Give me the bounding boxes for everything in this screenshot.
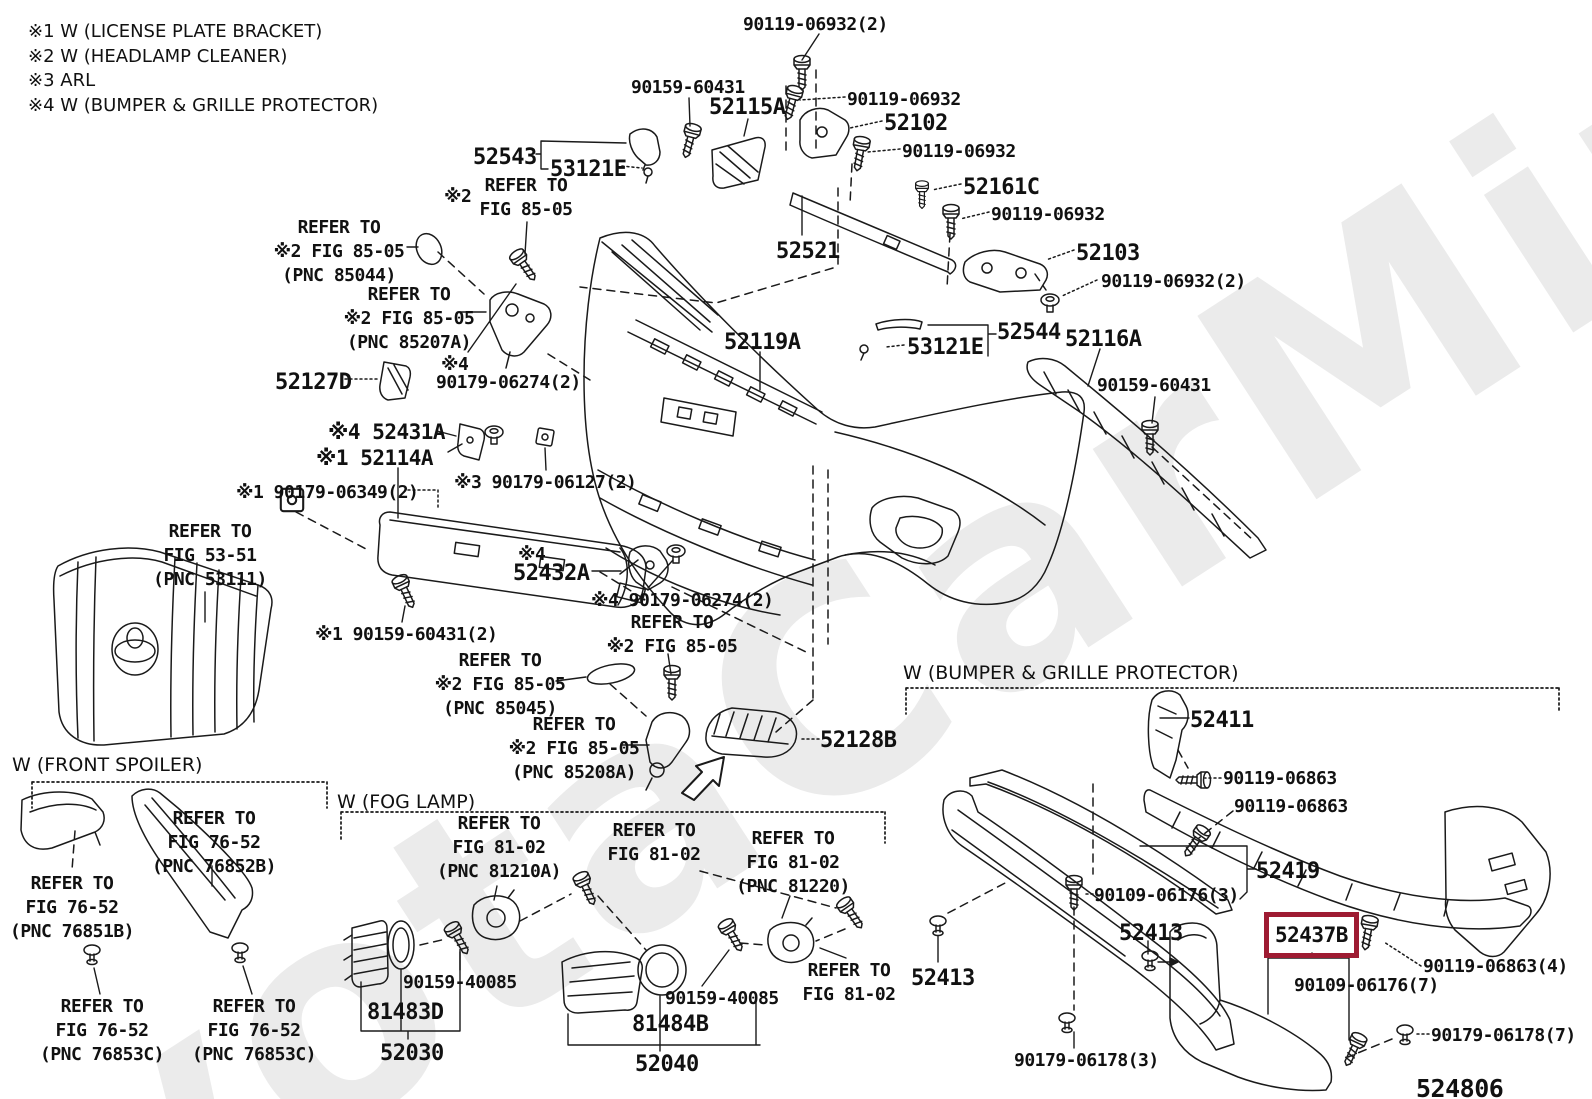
part-label-refer-to: REFER TO ※2 FIG 85-05 xyxy=(606,612,738,657)
part-label-refer-to: REFER TO ※2 FIG 85-05 (PNC 85207A) xyxy=(343,284,475,353)
part-label-52413: 52413 xyxy=(911,966,975,991)
part-label-90179-06178-7-: 90179-06178(7) xyxy=(1431,1025,1576,1046)
part-label--2: ※2 xyxy=(444,186,472,207)
part-label-52432a: 52432A xyxy=(513,561,590,586)
headlamp-cleaner-parts-drawing xyxy=(415,232,691,791)
part-label-refer-to: REFER TO FIG 81-02 xyxy=(802,960,896,1005)
grille-drawing xyxy=(52,547,273,746)
part-label-52127d: 52127D xyxy=(275,370,352,395)
dotted-leaders xyxy=(344,96,1430,1035)
protector-parts-drawing xyxy=(942,690,1551,1092)
part-label-90109-06176-3-: 90109-06176(3) xyxy=(1094,885,1239,906)
part-label-52119a: 52119A xyxy=(724,330,801,355)
fog-lamp-parts-drawing xyxy=(343,889,815,1014)
part-label-52115a: 52115A xyxy=(709,95,786,120)
part-label-90119-06932: 90119-06932 xyxy=(991,204,1105,225)
part-label-52544: 52544 xyxy=(997,320,1061,345)
part-label-refer-to: REFER TO FIG 76-52 (PNC 76853C) xyxy=(39,996,165,1065)
part-label-52419: 52419 xyxy=(1256,859,1320,884)
front-spoiler-parts-drawing xyxy=(20,788,254,939)
part-label-refer-to: REFER TO FIG 81-02 (PNC 81220) xyxy=(736,828,850,897)
part-label--4: ※4 xyxy=(441,354,469,375)
part-label-52116a: 52116A xyxy=(1065,327,1142,352)
part-label-90119-06863: 90119-06863 xyxy=(1234,796,1348,817)
part-label-90119-06932-2-: 90119-06932(2) xyxy=(1101,271,1246,292)
legend-note-3: ※3 ARL xyxy=(28,70,96,91)
part-label-52543: 52543 xyxy=(473,145,537,170)
part-label-90179-06178-3-: 90179-06178(3) xyxy=(1014,1050,1159,1071)
part-label--1-90159-60431-2-: ※1 90159-60431(2) xyxy=(315,624,498,645)
section-rules xyxy=(31,687,1560,844)
section-title-w-front-spoiler-: W (FRONT SPOILER) xyxy=(12,754,203,776)
part-label-refer-to: REFER TO FIG 76-52 (PNC 76852B) xyxy=(151,808,277,877)
part-label-refer-to: REFER TO ※2 FIG 85-05 (PNC 85045) xyxy=(434,650,566,719)
part-label-90119-06863: 90119-06863 xyxy=(1223,768,1337,789)
part-label-90119-06932: 90119-06932 xyxy=(847,89,961,110)
part-label-52411: 52411 xyxy=(1190,708,1254,733)
part-label-refer-to: REFER TO FIG 81-02 xyxy=(607,820,701,865)
part-label-90159-40085: 90159-40085 xyxy=(403,972,517,993)
part-label-53121e: 53121E xyxy=(907,335,984,360)
part-label-90109-06176-7-: 90109-06176(7) xyxy=(1294,975,1439,996)
part-label--4: ※4 xyxy=(518,544,546,565)
part-label--3-90179-06127-2-: ※3 90179-06127(2) xyxy=(454,472,637,493)
legend-notes: ※1 W (LICENSE PLATE BRACKET) ※2 W (HEADLA… xyxy=(28,20,378,118)
section-title-w-fog-lamp-: W (FOG LAMP) xyxy=(337,791,476,813)
legend-note-4: ※4 W (BUMPER & GRILLE PROTECTOR) xyxy=(28,94,379,116)
part-label--4-90179-06274-2-: ※4 90179-06274(2) xyxy=(591,590,774,611)
part-label--1-52114a: ※1 52114A xyxy=(316,446,434,470)
section-title-w-bumper-grille-protector-: W (BUMPER & GRILLE PROTECTOR) xyxy=(903,662,1239,684)
headlamp-brackets-drawing xyxy=(628,107,1049,361)
part-label-52161c: 52161C xyxy=(963,175,1040,200)
part-label-52521: 52521 xyxy=(776,239,840,264)
upper-reinforcement-drawing xyxy=(789,192,957,275)
part-label-52413: 52413 xyxy=(1119,921,1183,946)
bumper-cover-drawing xyxy=(583,231,1086,626)
part-label-refer-to: REFER TO ※2 FIG 85-05 (PNC 85208A) xyxy=(508,714,640,783)
part-label-refer-to: REFER TO ※2 FIG 85-05 (PNC 85044) xyxy=(273,217,405,286)
part-label-90119-06932-2-: 90119-06932(2) xyxy=(743,14,888,35)
part-label-52437b: 52437B xyxy=(1264,912,1359,958)
part-label-90159-60431: 90159-60431 xyxy=(1097,375,1211,396)
fastener-icons xyxy=(83,54,1414,1070)
small-parts-drawing xyxy=(379,361,669,591)
part-label--4-52431a: ※4 52431A xyxy=(328,420,446,444)
part-label-524806: 524806 xyxy=(1416,1074,1504,1099)
part-label-52128b: 52128B xyxy=(820,728,897,753)
part-label-refer-to: REFER TO FIG 81-02 (PNC 81210A) xyxy=(436,813,562,882)
part-label-90119-06863-4-: 90119-06863(4) xyxy=(1423,956,1568,977)
part-label-90119-06932: 90119-06932 xyxy=(902,141,1016,162)
assembly-dashed-lines xyxy=(71,69,1393,1058)
side-retainer-drawing xyxy=(1026,357,1267,559)
part-label-refer-to: REFER TO FIG 85-05 xyxy=(479,175,573,220)
part-label-90179-06274-2-: 90179-06274(2) xyxy=(436,372,581,393)
part-label-refer-to: REFER TO FIG 53-51 (PNC 53111) xyxy=(153,521,267,590)
fog-cover-52128b-drawing xyxy=(681,707,798,801)
license-plate-bracket-drawing xyxy=(377,511,647,609)
part-label-81484b: 81484B xyxy=(632,1012,709,1037)
part-label-52103: 52103 xyxy=(1076,241,1140,266)
legend-note-1: ※1 W (LICENSE PLATE BRACKET) xyxy=(28,21,323,42)
part-label-81483d: 81483D xyxy=(367,1000,444,1025)
part-label-90159-40085: 90159-40085 xyxy=(665,988,779,1009)
part-label-52102: 52102 xyxy=(884,111,948,136)
part-label-refer-to: REFER TO FIG 76-52 (PNC 76851B) xyxy=(9,873,135,942)
part-label-refer-to: REFER TO FIG 76-52 (PNC 76853C) xyxy=(191,996,317,1065)
part-label-53121e: 53121E xyxy=(550,157,627,182)
part-label-90159-60431: 90159-60431 xyxy=(631,77,745,98)
part-label-52030: 52030 xyxy=(380,1041,444,1066)
legend-note-2: ※2 W (HEADLAMP CLEANER) xyxy=(28,45,288,67)
part-label-52040: 52040 xyxy=(635,1052,699,1077)
part-label--1-90179-06349-2-: ※1 90179-06349(2) xyxy=(236,482,419,503)
